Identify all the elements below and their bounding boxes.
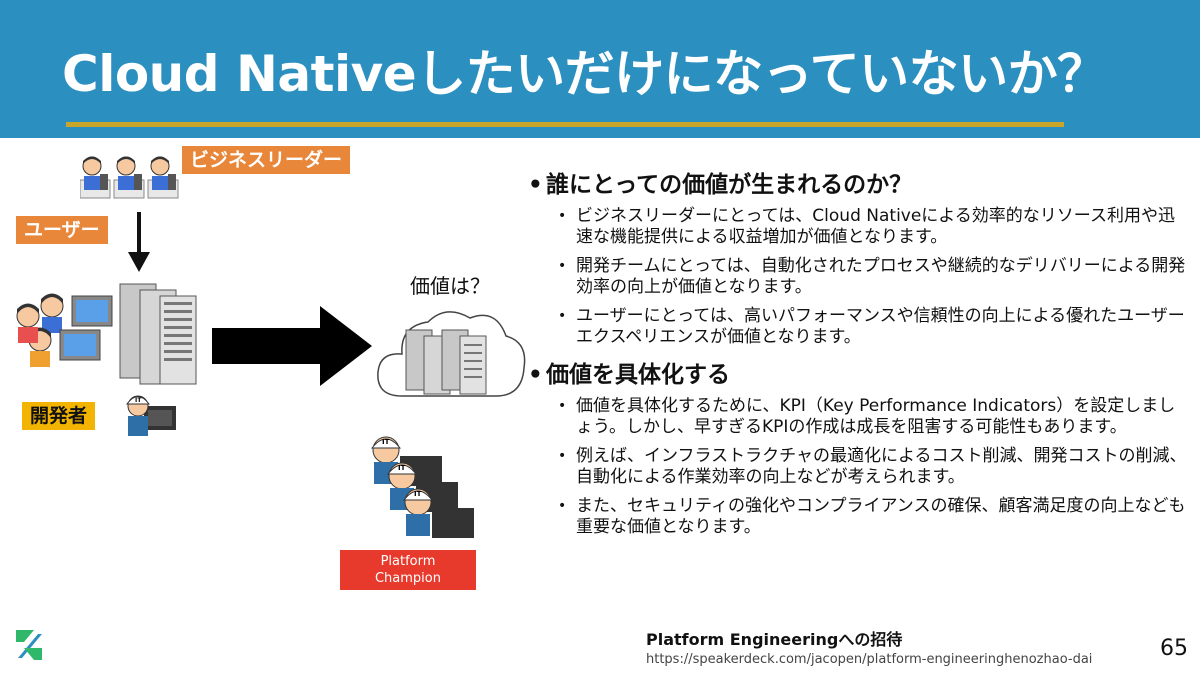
- slide-header: Cloud Nativeしたいだけになっていないか？: [0, 0, 1200, 138]
- person-at-computer-icon: [147, 156, 179, 199]
- it-worker-icon: IT: [370, 436, 442, 486]
- section-title: 価値を具体化する: [528, 358, 1190, 392]
- arrow-down-icon: [128, 212, 150, 272]
- section-concretize-value: 価値を具体化する 価値を具体化するために、KPI（Key Performance…: [528, 358, 1190, 538]
- user-label: ユーザー: [16, 216, 108, 244]
- person-at-computer-icon: [40, 293, 113, 333]
- arrow-right-icon: [212, 306, 372, 386]
- svg-text:IT: IT: [398, 464, 406, 472]
- list-item: また、セキュリティの強化やコンプライアンスの確保、顧客満足度の向上なども重要な価…: [528, 496, 1190, 538]
- deck-title: Platform Engineeringへの招待: [646, 630, 903, 649]
- it-worker-icon: IT: [386, 462, 458, 512]
- deck-url: https://speakerdeck.com/jacopen/platform…: [646, 652, 1093, 667]
- section-title: 誰にとっての価値が生まれるのか？: [528, 168, 1190, 202]
- list-item: 例えば、インフラストラクチャの最適化によるコスト削減、開発コストの削減、自動化に…: [528, 446, 1190, 488]
- it-worker-icon: IT: [126, 395, 176, 436]
- person-at-computer-icon: [113, 156, 145, 199]
- svg-text:IT: IT: [382, 438, 390, 446]
- person-at-computer-icon: [80, 156, 111, 199]
- list-item: ビジネスリーダーにとっては、Cloud Nativeによる効率的なリソース利用や…: [528, 206, 1190, 248]
- platform-champion-label: Platform Champion: [340, 550, 476, 590]
- platform-champions-illustration: IT IT IT: [370, 436, 474, 538]
- it-worker-icon: IT: [402, 488, 474, 538]
- list-item: 価値を具体化するために、KPI（Key Performance Indicato…: [528, 396, 1190, 438]
- developer-label: 開発者: [22, 402, 96, 430]
- list-item: ユーザーにとっては、高いパフォーマンスや信頼性の向上による優れたユーザーエクスペ…: [528, 306, 1190, 348]
- server-rack-icon: [405, 329, 487, 395]
- cloud-icon: [377, 311, 526, 397]
- page-number: 65: [1160, 636, 1188, 661]
- section-who-value: 誰にとっての価値が生まれるのか？ ビジネスリーダーにとっては、Cloud Nat…: [528, 168, 1190, 348]
- slide-title: Cloud Nativeしたいだけになっていないか？: [62, 45, 1107, 103]
- svg-text:IT: IT: [135, 397, 142, 404]
- person-at-computer-icon: [28, 327, 101, 367]
- point-list: 価値を具体化するために、KPI（Key Performance Indicato…: [528, 396, 1190, 538]
- server-rack-icon: [119, 283, 197, 385]
- value-question: 価値は？: [410, 274, 490, 298]
- title-underline: [66, 122, 1064, 127]
- developers-illustration: [16, 293, 113, 367]
- champion-label-line1: Platform: [380, 554, 436, 569]
- slide-content: 誰にとっての価値が生まれるのか？ ビジネスリーダーにとっては、Cloud Nat…: [528, 168, 1190, 548]
- svg-text:IT: IT: [414, 490, 422, 498]
- person-at-computer-icon: [16, 303, 40, 343]
- brand-logo-icon: [16, 630, 42, 660]
- champion-label-line2: Champion: [374, 571, 441, 586]
- list-item: 開発チームにとっては、自動化されたプロセスや継続的なデリバリーによる開発効率の向…: [528, 256, 1190, 298]
- point-list: ビジネスリーダーにとっては、Cloud Nativeによる効率的なリソース利用や…: [528, 206, 1190, 348]
- business-leaders-illustration: [80, 156, 179, 199]
- business-leader-label: ビジネスリーダー: [182, 146, 351, 174]
